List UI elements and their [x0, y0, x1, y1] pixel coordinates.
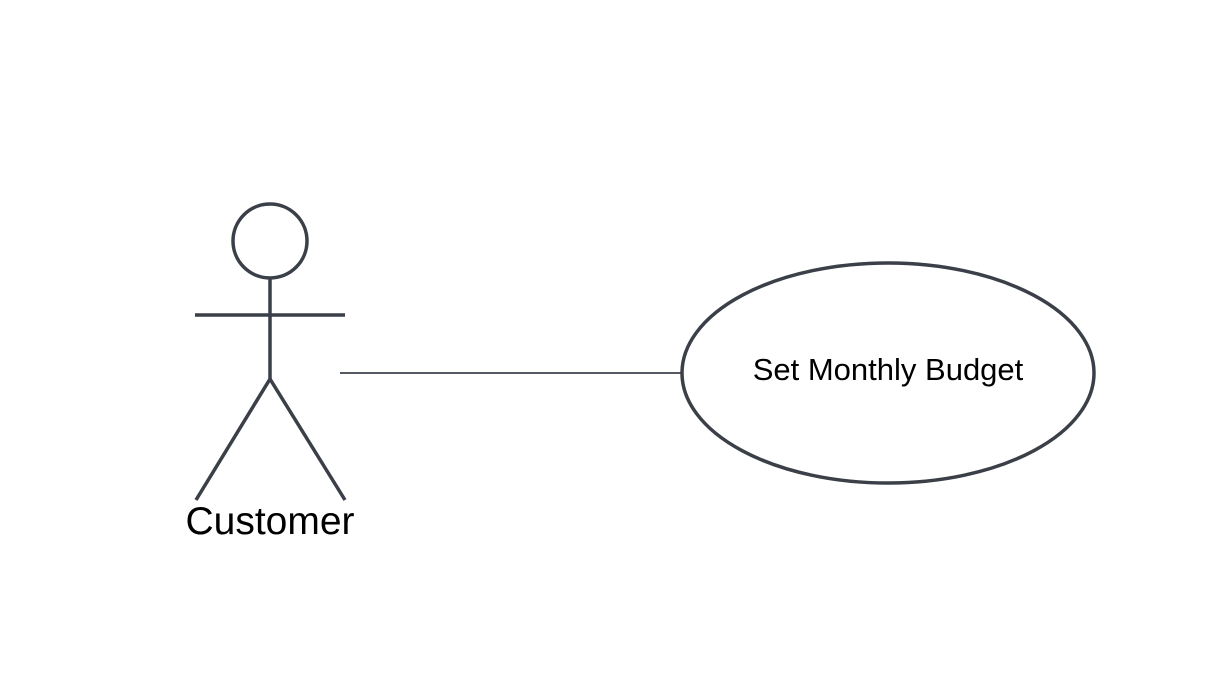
- actor-head: [231, 202, 309, 280]
- use-case-label: Set Monthly Budget: [753, 352, 1024, 387]
- actor-left-leg: [194, 378, 272, 501]
- actor-label: Customer: [185, 500, 354, 543]
- actor-right-leg: [268, 378, 347, 501]
- use-case-set-monthly-budget[interactable]: Set Monthly Budget: [680, 261, 1096, 485]
- stick-figure-icon: [194, 202, 347, 501]
- use-case-ellipse: [680, 261, 1096, 485]
- actor-customer[interactable]: Customer: [185, 202, 355, 543]
